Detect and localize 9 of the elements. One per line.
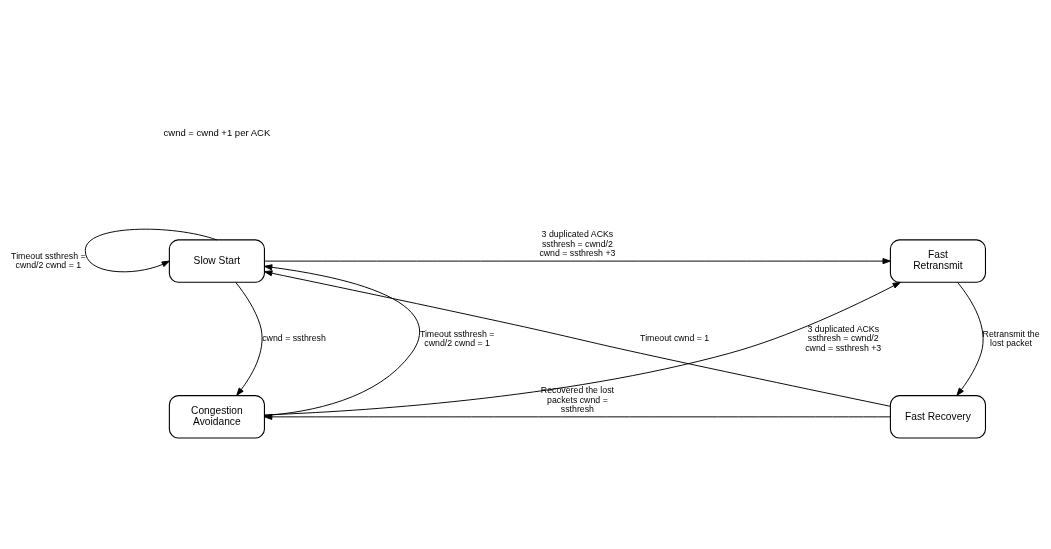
edge-label: Timeout ssthresh = cwnd/2 cwnd = 1 [419,328,495,348]
edge-label: Recovered the lost packets cwnd = ssthresh [540,384,614,414]
edge-label: cwnd = ssthresh [262,332,326,343]
edge-label: Timeout cwnd = 1 [640,332,710,343]
edge-label: Timeout ssthresh = cwnd/2 cwnd = 1 [11,250,86,270]
label: cwnd = cwnd +1 per ACK [163,126,271,138]
edge-label: Retransmit the lost packet [982,328,1040,348]
edge-label: 3 duplicated ACKs ssthresh = cwnd/2 cwnd = ssthresh +3 [805,323,882,353]
edge-label: 3 duplicated ACKs ssthresh = cwnd/2 cwnd = ssthresh +3 [539,228,616,258]
